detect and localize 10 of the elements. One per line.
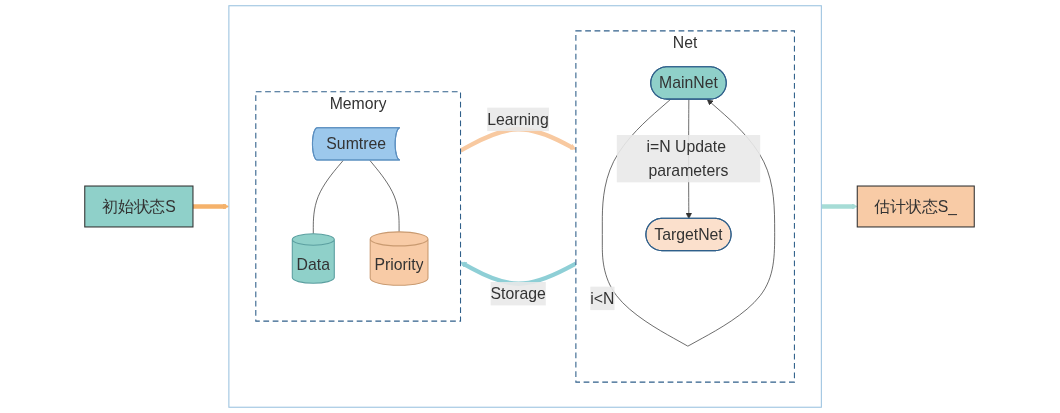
edge-label: i<N [590, 289, 615, 308]
arrow [193, 203, 230, 210]
edge-label: i=N Update parameters [647, 137, 729, 180]
edge-label: Storage [491, 284, 547, 303]
connector [370, 160, 400, 233]
node-box: 初始状态S [84, 185, 194, 228]
connector [313, 160, 345, 235]
cluster [228, 5, 823, 408]
edge-label: Learning [487, 110, 550, 129]
node-box: 估计状态S_ [857, 185, 976, 228]
